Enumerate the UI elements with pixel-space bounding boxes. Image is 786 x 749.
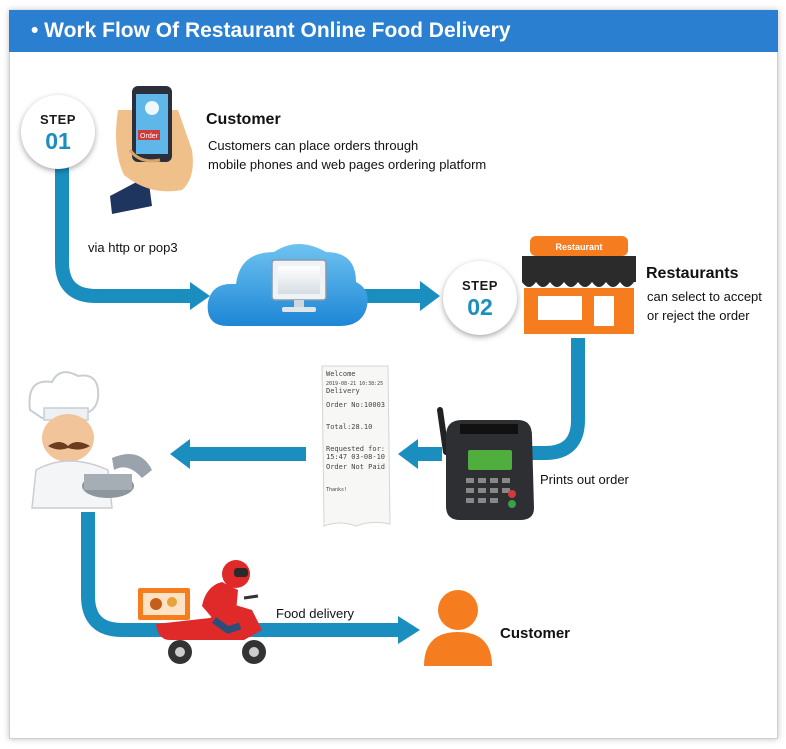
customer-person-icon	[424, 590, 492, 666]
receipt-line: Requested for:	[326, 445, 386, 453]
step-02-number: 02	[467, 294, 493, 320]
arrow-chef-to-customer	[81, 512, 420, 644]
food-delivery-label: Food delivery	[276, 606, 355, 621]
receipt-line: 15:47 03-08-10	[326, 453, 386, 461]
step-02-badge: STEP 02	[443, 261, 517, 335]
arrow-cloud-to-step2	[360, 281, 440, 311]
restaurant-sign-text: Restaurant	[555, 242, 602, 252]
customer-top-title: Customer	[206, 111, 281, 128]
restaurants-line2: or reject the order	[647, 308, 750, 323]
restaurant-shop-illustration: Restaurant	[522, 236, 636, 334]
receipt-line: Order No:10003	[326, 401, 386, 409]
phone-order-label: Order	[140, 133, 159, 140]
arrow-step1-to-cloud	[55, 165, 210, 310]
step-01-badge: STEP 01	[21, 95, 95, 169]
receipt-line: Order Not Paid	[326, 463, 386, 471]
customer-top-line2: mobile phones and web pages ordering pla…	[208, 157, 487, 172]
receipt-text: Welcome 2019-08-21 10:38:25 Delivery Ord…	[326, 370, 388, 493]
phone-hand-illustration: Order	[110, 86, 193, 214]
arrow-printer-to-receipt	[398, 439, 442, 469]
arrow-restaurant-to-printer	[532, 338, 585, 460]
receipt-line: Total:28.10	[326, 423, 373, 431]
chef-illustration	[28, 371, 152, 509]
arrow-receipt-to-chef	[170, 439, 306, 469]
delivery-scooter-illustration	[138, 560, 266, 664]
step-01-label: STEP	[40, 112, 76, 127]
customer-bottom-title: Customer	[500, 625, 571, 642]
title-bar: • Work Flow Of Restaurant Online Food De…	[9, 10, 778, 52]
customer-top-line1: Customers can place orders through	[208, 138, 419, 153]
receipt-line: Welcome	[326, 370, 356, 378]
receipt-line: Delivery	[326, 387, 360, 395]
printer-label: Prints out order	[540, 472, 629, 487]
diagram-title: • Work Flow Of Restaurant Online Food De…	[31, 19, 511, 42]
receipt-line: Thanks!	[326, 487, 348, 493]
step-02-label: STEP	[462, 278, 498, 293]
receipt-paper	[321, 365, 391, 527]
cloud-computer-illustration	[207, 244, 368, 326]
step-01-number: 01	[45, 128, 71, 154]
restaurants-title: Restaurants	[646, 265, 739, 282]
via-protocol-label: via http or pop3	[88, 240, 178, 255]
pos-printer-illustration	[437, 407, 534, 520]
restaurants-line1: can select to accept	[647, 289, 762, 304]
receipt-line: 2019-08-21 10:38:25	[326, 381, 384, 387]
